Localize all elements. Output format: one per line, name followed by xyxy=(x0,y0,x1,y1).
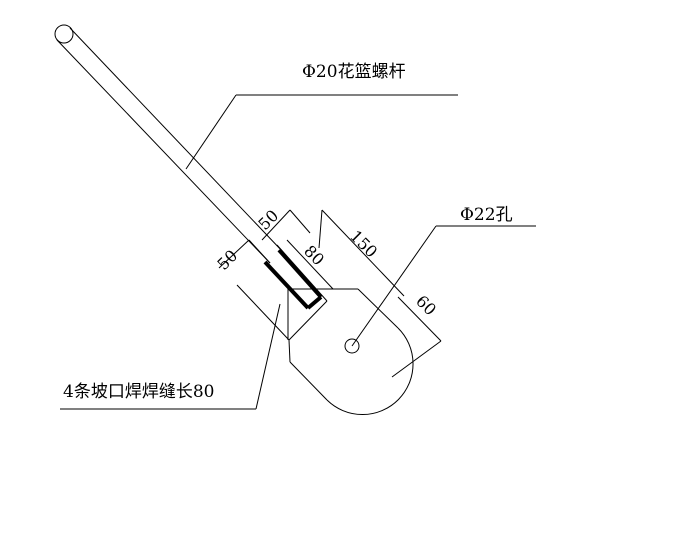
dim-50-top: 50 xyxy=(254,206,282,234)
turnbuckle-rod xyxy=(54,24,284,264)
dim-80: 80 xyxy=(300,241,328,269)
dim-150: 150 xyxy=(346,226,381,261)
dim-60: 60 xyxy=(412,291,440,319)
hole-label: Φ22孔 xyxy=(460,205,513,225)
dimension-lines xyxy=(218,209,442,378)
weld-seam xyxy=(263,248,323,310)
ear-plate xyxy=(236,244,414,416)
leader-lines xyxy=(60,94,536,410)
rod-label: Φ20花篮螺杆 xyxy=(302,62,406,82)
weld-label: 4条坡口焊焊缝长80 xyxy=(63,382,214,402)
hole-circle xyxy=(344,338,360,354)
dim-50-left: 50 xyxy=(213,246,241,274)
